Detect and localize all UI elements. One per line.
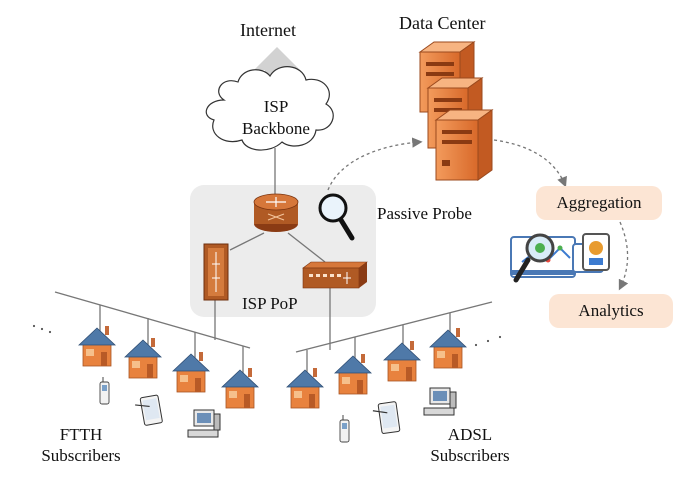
ftth-subscribers-label: FTTH Subscribers bbox=[26, 424, 136, 466]
magnifier-icon bbox=[318, 193, 355, 241]
aggregation-badge: Aggregation bbox=[536, 186, 662, 220]
adsl-subscribers-label: ADSL Subscribers bbox=[415, 424, 525, 466]
desktop-icon bbox=[187, 409, 221, 438]
isp-backbone-label: ISP Backbone bbox=[226, 96, 326, 140]
adsl-line1: ADSL bbox=[447, 425, 493, 444]
data-center-label: Data Center bbox=[399, 13, 486, 33]
analytics-label: Analytics bbox=[578, 301, 644, 320]
switch-icon bbox=[302, 261, 368, 289]
phone-icon bbox=[99, 377, 110, 405]
phone-icon bbox=[339, 415, 350, 443]
tablet-icon bbox=[135, 394, 163, 426]
cloud-icon bbox=[205, 66, 334, 151]
ftth-devices bbox=[99, 377, 221, 438]
passive-probe-label: Passive Probe bbox=[377, 204, 472, 223]
ellipsis-dots bbox=[32, 324, 502, 347]
isp-pop-label: ISP PoP bbox=[242, 294, 298, 313]
aggregation-label: Aggregation bbox=[556, 193, 642, 212]
server-stack-icon bbox=[418, 41, 494, 181]
desktop-icon bbox=[423, 387, 457, 416]
ftth-line1: FTTH bbox=[59, 425, 103, 444]
tablet-icon bbox=[372, 401, 401, 434]
adsl-devices bbox=[339, 387, 457, 443]
isp-backbone-line1: ISP bbox=[263, 97, 289, 116]
analytics-badge: Analytics bbox=[549, 294, 673, 328]
adsl-line2: Subscribers bbox=[430, 446, 510, 465]
ftth-line2: Subscribers bbox=[41, 446, 121, 465]
router-icon bbox=[253, 193, 299, 232]
analytics-chart-icon bbox=[510, 233, 610, 283]
firewall-icon bbox=[203, 243, 229, 301]
dashed-flow-arrows bbox=[327, 137, 629, 291]
isp-backbone-line2: Backbone bbox=[242, 119, 310, 138]
connection-lines bbox=[54, 148, 493, 374]
internet-label: Internet bbox=[240, 20, 296, 40]
